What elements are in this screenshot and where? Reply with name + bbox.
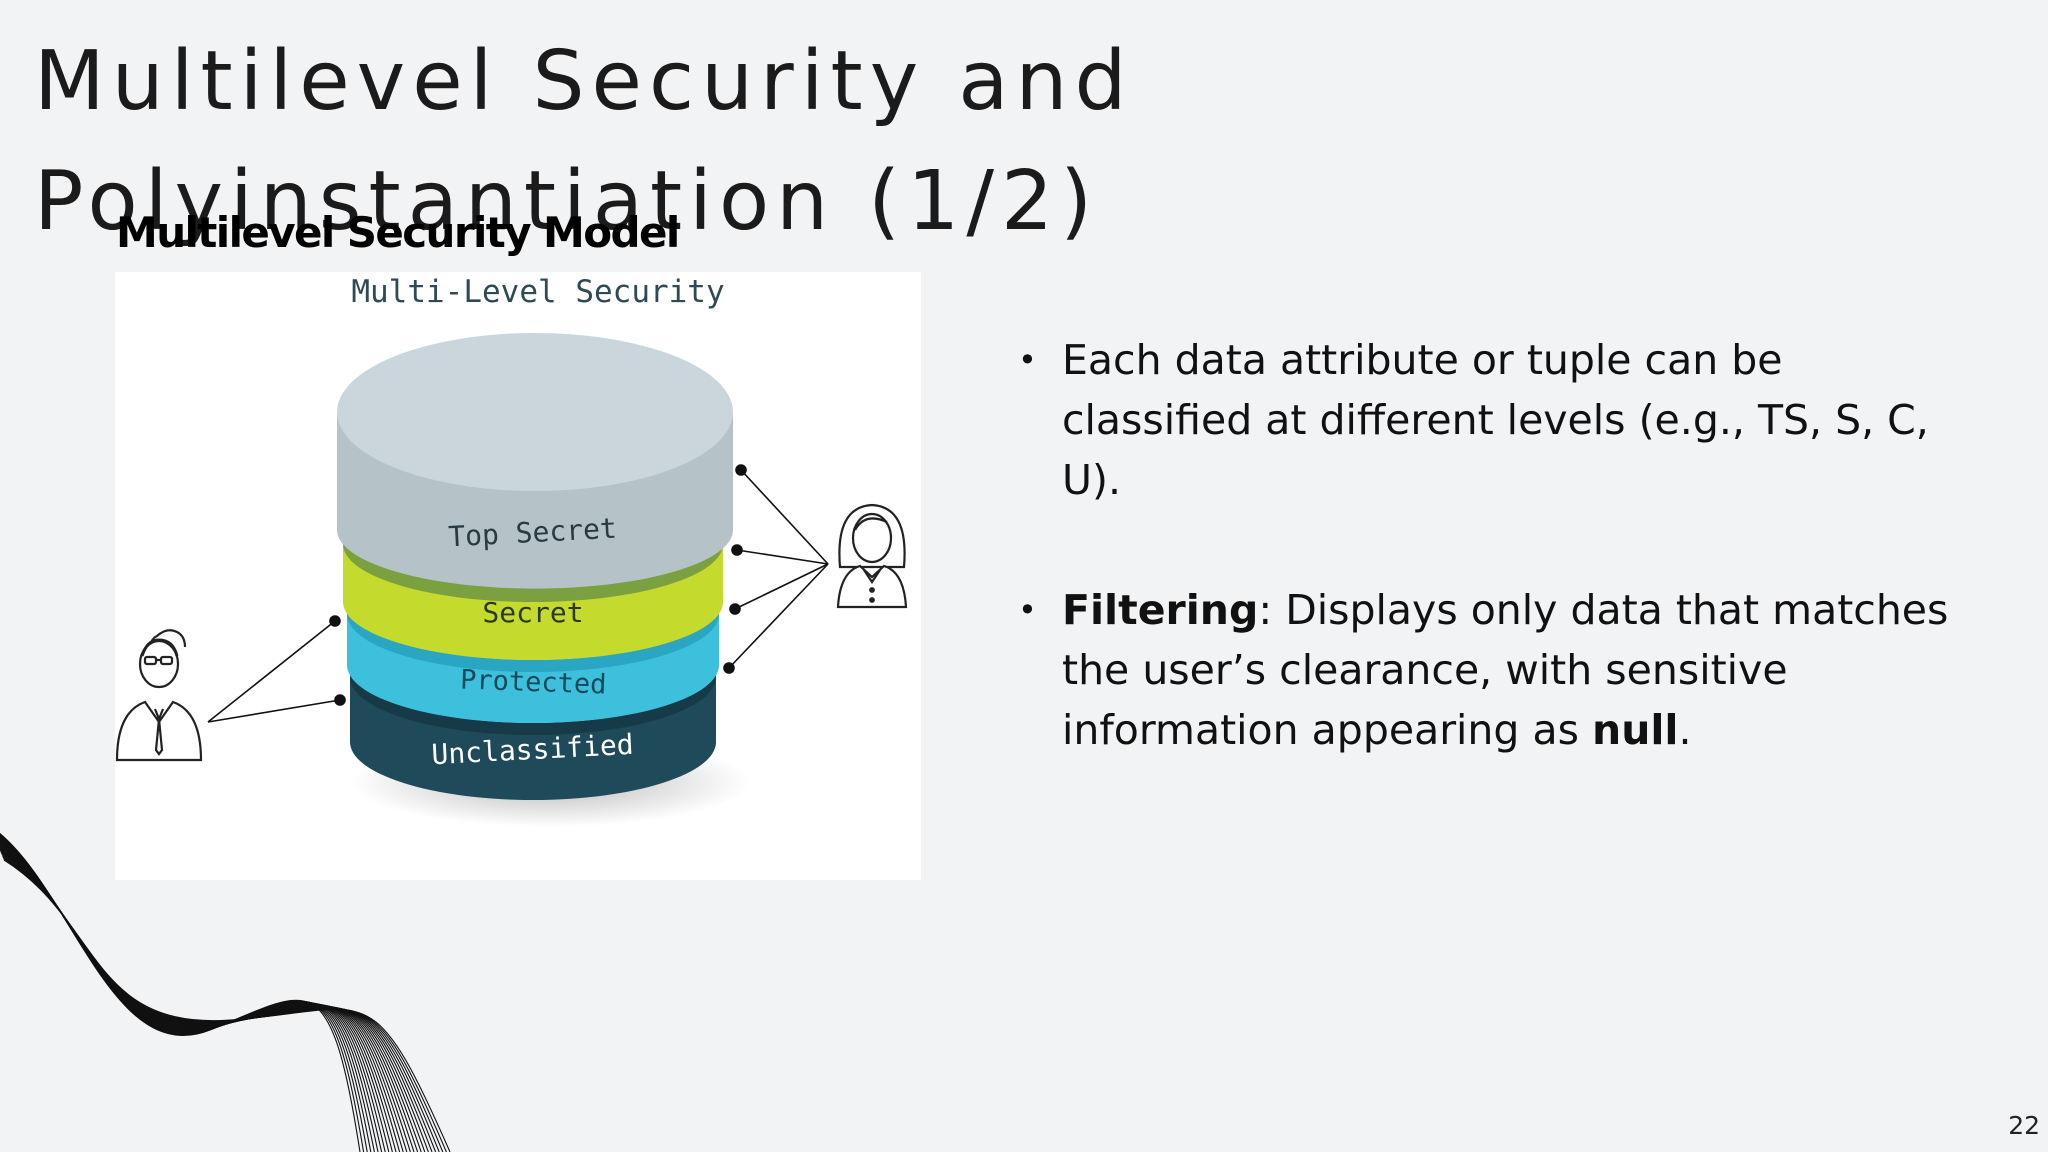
cylinder-top	[337, 333, 733, 491]
bullet-text: Each data attribute or tuple can be clas…	[1062, 336, 1929, 504]
bullet-item-classification: • Each data attribute or tuple can be cl…	[1018, 330, 1978, 510]
right-connectors	[723, 464, 829, 674]
bullet-list: • Each data attribute or tuple can be cl…	[1018, 330, 1978, 760]
bullet-item-filtering: • Filtering: Displays only data that mat…	[1018, 580, 1978, 760]
figure-title: Multi-Level Security	[351, 274, 724, 310]
decorative-wave-lines	[0, 833, 451, 1152]
page-number: 22	[2008, 1111, 2040, 1140]
multilevel-security-figure: Multi-Level Security Top Secret Secret P…	[115, 272, 921, 880]
left-connectors	[207, 615, 346, 723]
bullet-dot-icon: •	[1018, 591, 1037, 629]
level-label-secret: Secret	[482, 596, 583, 629]
bullet-text: : Displays only data that matches the us…	[1062, 586, 1949, 754]
level-top-secret-band	[337, 412, 733, 589]
bullet-label: Filtering	[1062, 586, 1259, 634]
slide-title: Multilevel Security and Polyinstantiatio…	[34, 34, 1134, 249]
database-cylinder	[337, 333, 733, 800]
bullet-dot-icon: •	[1018, 341, 1037, 379]
woman-user-icon	[836, 503, 908, 609]
man-user-icon	[115, 629, 203, 762]
level-label-protected: Protected	[460, 664, 607, 700]
figure-heading: Multilevel Security Model	[116, 208, 680, 257]
bullet-text-end: .	[1678, 706, 1692, 754]
bullet-emphasis: null	[1592, 706, 1679, 754]
